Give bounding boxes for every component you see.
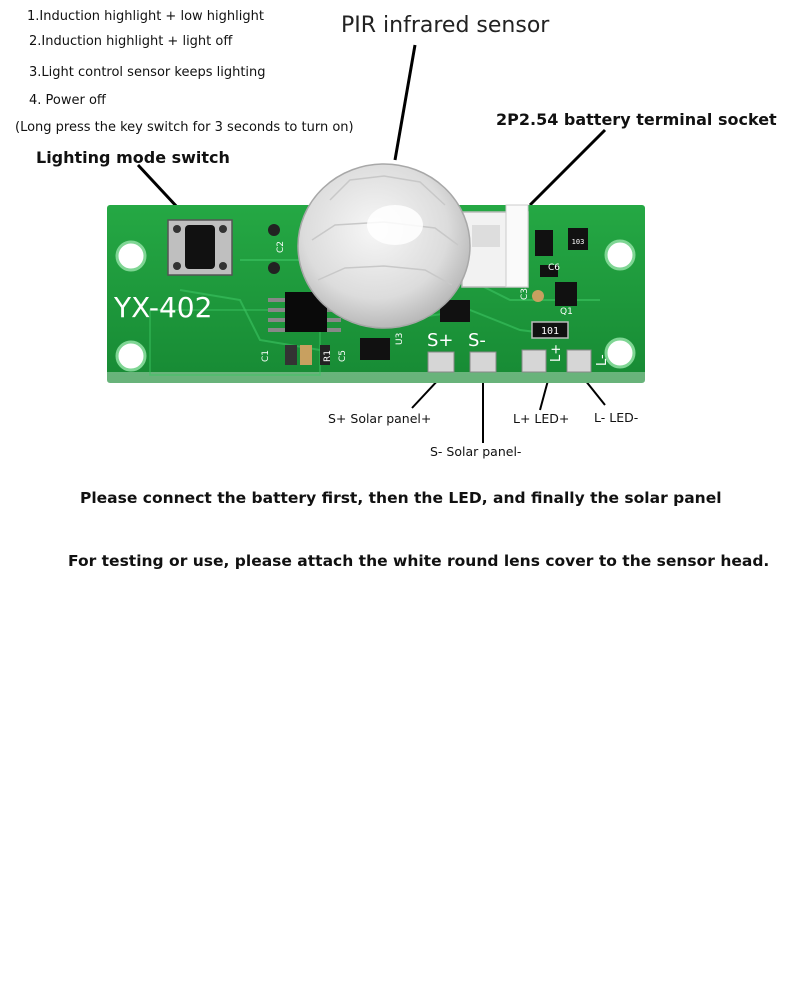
silk-c1: C1 (261, 350, 271, 362)
switch-leader-line (136, 163, 180, 210)
pir-leader-line (393, 44, 417, 161)
mode-item-3: 3.Light control sensor keeps lighting (29, 65, 266, 80)
mount-hole-tl (115, 240, 147, 272)
silk-u3: U3 (395, 333, 405, 345)
resistor-marking: 101 (541, 326, 559, 337)
small-resistor-marking: 103 (572, 238, 585, 246)
mount-hole-tr (604, 239, 636, 271)
mount-hole-br (604, 337, 636, 369)
silk-c6: C6 (548, 263, 560, 273)
battery-leader-line (528, 128, 607, 207)
silk-c3: C3 (520, 288, 530, 300)
pir-lens (297, 163, 471, 329)
tactile-switch (167, 219, 233, 276)
pad-l-minus (566, 349, 592, 373)
silk-q1: Q1 (560, 307, 573, 317)
mode-switch-label: Lighting mode switch (36, 148, 230, 167)
lens-cover-instruction: For testing or use, please attach the wh… (68, 552, 770, 570)
pad-label-s-plus: S+ (427, 330, 454, 351)
led-neg-label: L- LED- (594, 410, 639, 425)
connection-order-instruction: Please connect the battery first, then t… (80, 489, 722, 507)
pir-sensor-label: PIR infrared sensor (341, 13, 550, 38)
mode-item-1: 1.Induction highlight + low highlight (27, 9, 264, 24)
board-model-label: YX-402 (113, 291, 212, 324)
mode-item-2: 2.Induction highlight + light off (29, 34, 233, 49)
pad-s-plus (427, 351, 455, 373)
silk-r1: R1 (323, 350, 333, 362)
pad-label-s-minus: S- (468, 330, 486, 351)
battery-socket (461, 204, 529, 288)
mode-item-4: 4. Power off (29, 93, 106, 108)
pad-label-l-plus: L+ (549, 344, 564, 362)
silk-c2: C2 (276, 241, 286, 253)
solar-pos-label: S+ Solar panel+ (328, 411, 432, 426)
pad-label-l-minus: L- (595, 354, 610, 366)
mount-hole-bl (115, 340, 147, 372)
led-pos-label: L+ LED+ (513, 411, 570, 426)
battery-socket-label: 2P2.54 battery terminal socket (496, 110, 777, 129)
pad-l-plus (521, 349, 547, 373)
led-neg-leader-line (584, 379, 606, 406)
silk-c5: C5 (338, 350, 348, 362)
solar-neg-label: S- Solar panel- (430, 444, 522, 459)
pad-s-minus (469, 351, 497, 373)
mode-note: (Long press the key switch for 3 seconds… (15, 120, 354, 135)
